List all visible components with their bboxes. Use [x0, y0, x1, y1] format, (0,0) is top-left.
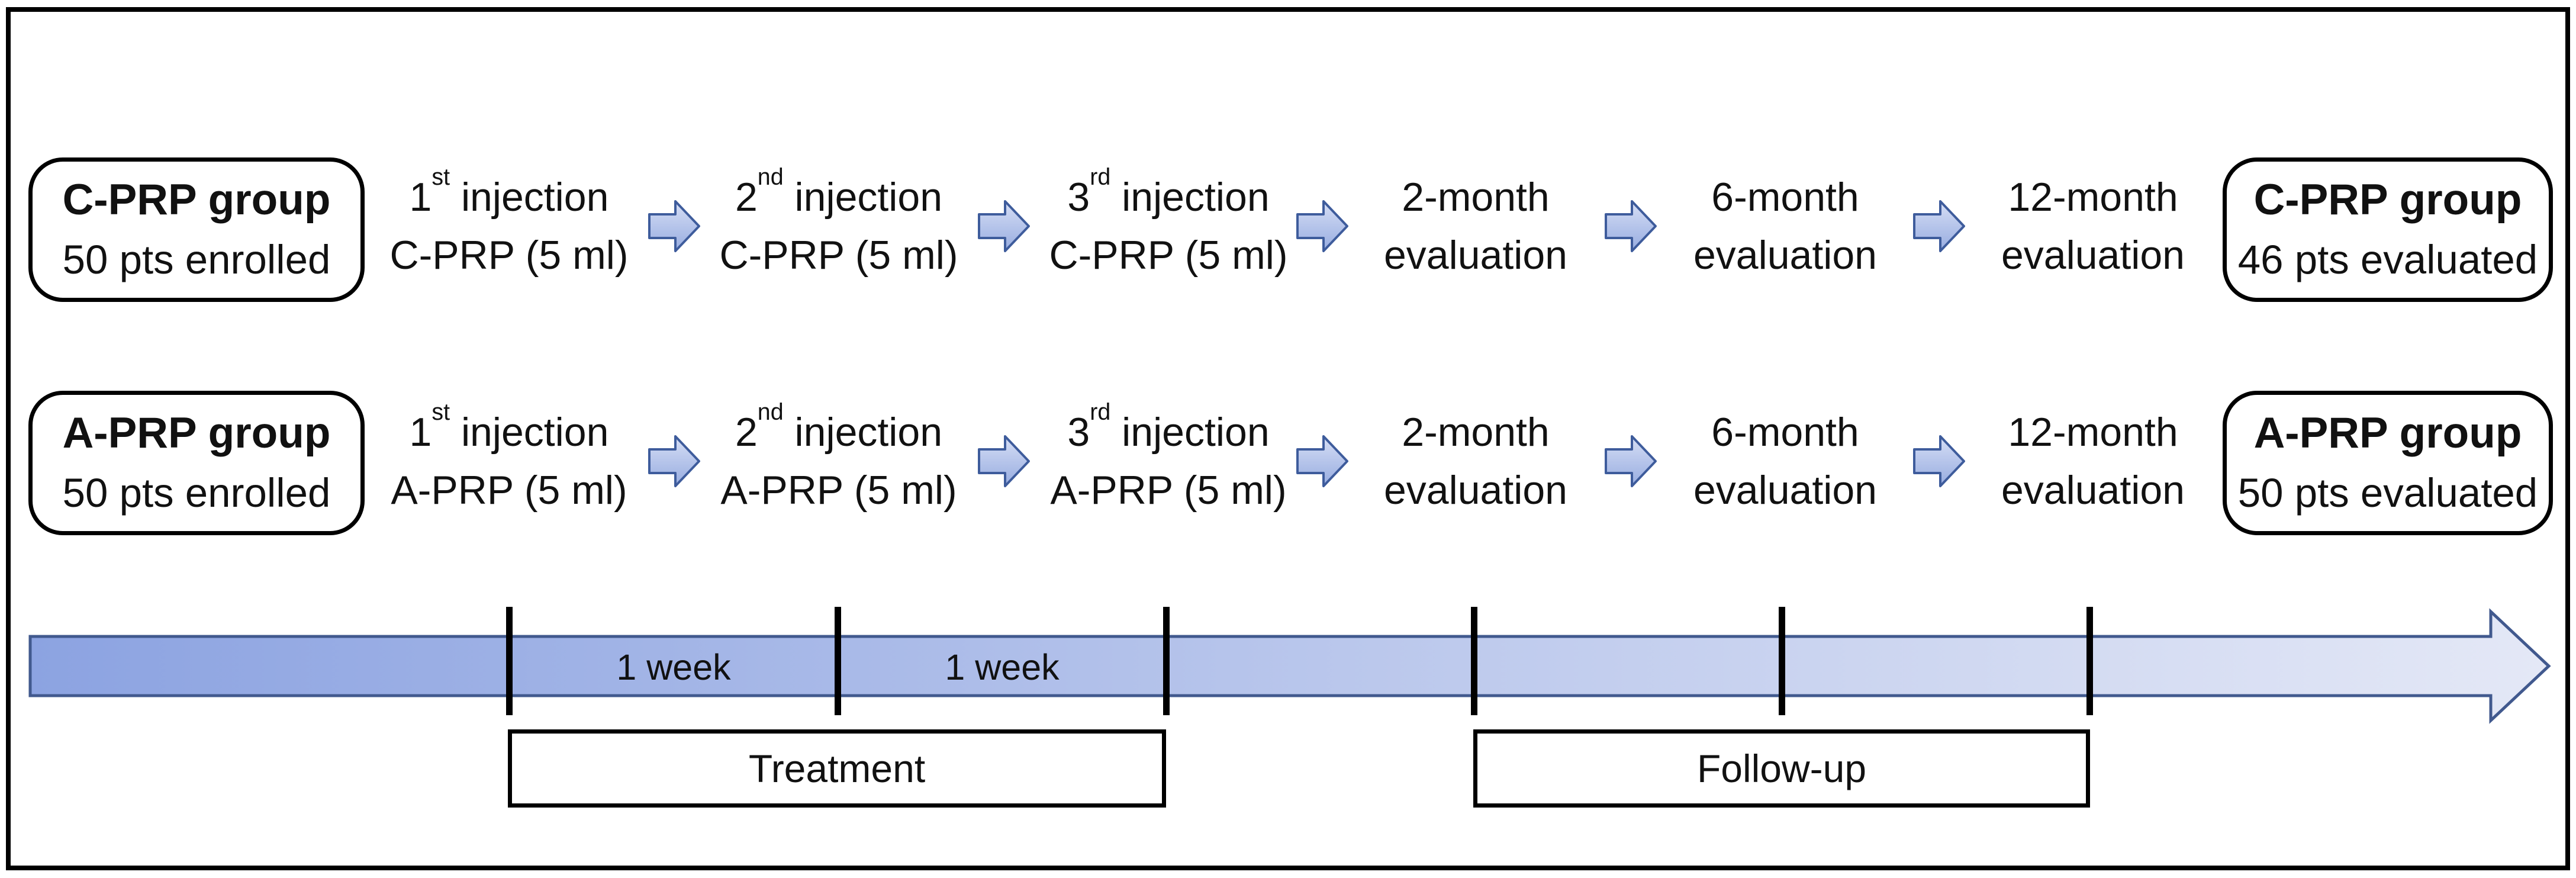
step-line-1: 6-month — [1711, 175, 1859, 220]
treatment-phase-box: Treatment — [508, 729, 1166, 808]
step-line-2: evaluation — [1693, 468, 1878, 513]
group-box-subtitle: 50 pts enrolled — [62, 237, 331, 282]
step-cprp-eval-12month: 12-month evaluation — [1927, 164, 2259, 288]
step-aprp-eval-6month: 6-month evaluation — [1619, 399, 1951, 523]
flow-arrow-icon — [648, 200, 700, 252]
step-aprp-injection-2: 2nd injection A-PRP (5 ml) — [673, 399, 1004, 523]
step-cprp-eval-6month: 6-month evaluation — [1619, 164, 1951, 288]
step-line-2: evaluation — [1693, 233, 1878, 278]
step-line-1: 2-month — [1402, 175, 1550, 220]
step-line-2: A-PRP (5 ml) — [1050, 468, 1287, 513]
group-box-subtitle: 46 pts evaluated — [2237, 237, 2538, 282]
flow-arrow-icon — [1605, 435, 1657, 487]
step-line-2: A-PRP (5 ml) — [720, 468, 957, 513]
flow-arrow-icon — [1913, 200, 1965, 252]
group-box-title: C-PRP group — [2253, 176, 2522, 224]
flow-arrow-icon — [1296, 200, 1348, 252]
step-aprp-eval-2month: 2-month evaluation — [1310, 399, 1641, 523]
aprp-evaluated-box: A-PRP group 50 pts evaluated — [2223, 391, 2553, 535]
week-interval-label: 1 week — [945, 647, 1060, 687]
flow-arrow-icon — [1296, 435, 1348, 487]
aprp-enrolled-box: A-PRP group 50 pts enrolled — [28, 391, 365, 535]
step-line-1: 12-month — [2008, 175, 2178, 220]
step-line-1: 2-month — [1402, 410, 1550, 455]
ordinal-suffix: rd — [1090, 398, 1111, 425]
step-aprp-injection-3: 3rd injection A-PRP (5 ml) — [1003, 399, 1334, 523]
timeline-tick — [2086, 607, 2093, 715]
flow-arrow-icon — [648, 435, 700, 487]
flow-arrow-icon — [1913, 435, 1965, 487]
step-line-2: C-PRP (5 ml) — [719, 233, 958, 278]
step-cprp-injection-1: 1st injection C-PRP (5 ml) — [343, 164, 675, 288]
flow-arrow-icon — [978, 435, 1030, 487]
timeline-tick — [1779, 607, 1785, 715]
step-line-2: C-PRP (5 ml) — [1049, 233, 1288, 278]
group-box-title: C-PRP group — [62, 176, 331, 224]
followup-phase-box: Follow-up — [1473, 729, 2090, 808]
week-interval-label: 1 week — [616, 647, 731, 687]
step-line-2: evaluation — [2001, 233, 2185, 278]
ordinal-suffix: st — [432, 398, 450, 425]
group-box-title: A-PRP group — [62, 409, 331, 457]
timeline-tick — [1163, 607, 1170, 715]
cprp-evaluated-box: C-PRP group 46 pts evaluated — [2223, 157, 2553, 302]
ordinal-suffix: st — [432, 163, 450, 190]
figure-border — [6, 7, 2570, 870]
step-line-2: C-PRP (5 ml) — [389, 233, 629, 278]
group-box-subtitle: 50 pts evaluated — [2237, 470, 2538, 516]
step-line-1: 3rd injection — [1067, 398, 1270, 455]
step-cprp-injection-3: 3rd injection C-PRP (5 ml) — [1003, 164, 1334, 288]
step-line-1: 2nd injection — [735, 163, 943, 220]
timeline-tick — [506, 607, 513, 715]
step-line-1: 2nd injection — [735, 398, 943, 455]
step-line-2: evaluation — [1383, 468, 1568, 513]
phase-label: Follow-up — [1696, 747, 1867, 790]
step-line-1: 1st injection — [409, 398, 609, 455]
cprp-enrolled-box: C-PRP group 50 pts enrolled — [28, 157, 365, 302]
step-line-1: 12-month — [2008, 410, 2178, 455]
flow-arrow-icon — [978, 200, 1030, 252]
phase-label: Treatment — [748, 747, 926, 790]
step-cprp-injection-2: 2nd injection C-PRP (5 ml) — [673, 164, 1004, 288]
step-line-2: evaluation — [2001, 468, 2185, 513]
ordinal-suffix: nd — [757, 398, 784, 425]
ordinal-suffix: rd — [1090, 163, 1111, 190]
step-line-1: 1st injection — [409, 163, 609, 220]
group-box-subtitle: 50 pts enrolled — [62, 470, 331, 516]
step-cprp-eval-2month: 2-month evaluation — [1310, 164, 1641, 288]
timeline-tick — [1471, 607, 1477, 715]
timeline-tick — [835, 607, 841, 715]
group-box-title: A-PRP group — [2253, 409, 2522, 457]
step-line-1: 3rd injection — [1067, 163, 1270, 220]
step-line-2: evaluation — [1383, 233, 1568, 278]
step-aprp-eval-12month: 12-month evaluation — [1927, 399, 2259, 523]
step-aprp-injection-1: 1st injection A-PRP (5 ml) — [343, 399, 675, 523]
flow-arrow-icon — [1605, 200, 1657, 252]
step-line-2: A-PRP (5 ml) — [391, 468, 627, 513]
timeline-arrow — [28, 608, 2551, 724]
ordinal-suffix: nd — [757, 163, 784, 190]
step-line-1: 6-month — [1711, 410, 1859, 455]
